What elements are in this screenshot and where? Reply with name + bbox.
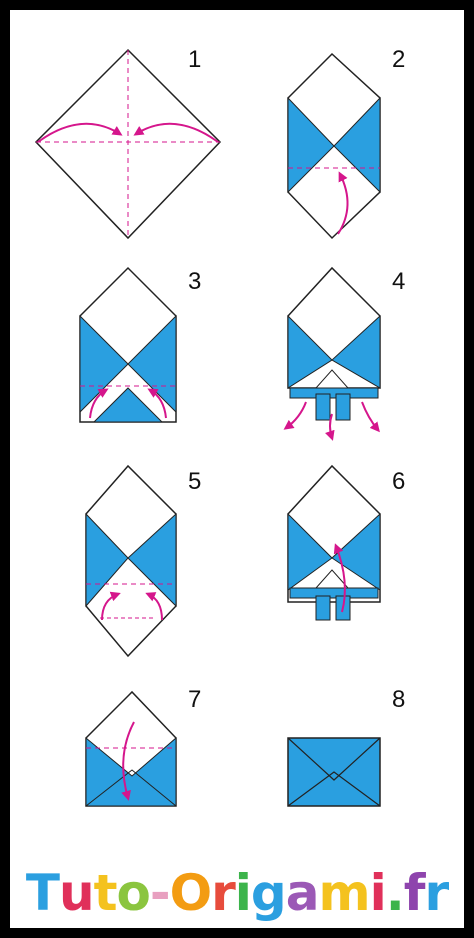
fold-arrow-icon: [337, 171, 349, 235]
logo-letter: T: [25, 864, 60, 922]
logo-letter: .: [385, 864, 405, 922]
logo-letter: u: [58, 864, 95, 922]
step-7-figure: [85, 690, 177, 807]
logo-letter: i: [369, 864, 387, 922]
site-logo: Tuto-Origami.fr: [10, 858, 464, 928]
step-number: 2: [392, 46, 406, 73]
fold-arrow-icon: [325, 413, 335, 441]
fold-arrow-icon: [133, 122, 219, 143]
step-5-figure: [85, 464, 177, 658]
logo-letter: g: [250, 864, 287, 922]
fold-arrow-icon: [147, 388, 167, 419]
fold-arrow-icon: [101, 591, 121, 621]
step-number: 4: [392, 268, 406, 295]
step-8-figure: [287, 737, 381, 807]
fold-arrow-icon: [361, 401, 380, 433]
logo-letter: r: [211, 864, 236, 922]
fold-arrow-icon: [37, 122, 123, 143]
step-number: 8: [392, 686, 406, 713]
step-number: 6: [392, 468, 406, 495]
fold-arrow-icon: [145, 592, 163, 621]
logo-letter: i: [234, 864, 252, 922]
fold-arrow-icon: [89, 388, 109, 419]
logo-letter: a: [285, 864, 320, 922]
logo-letter: r: [424, 864, 449, 922]
logo-letter: o: [116, 864, 150, 922]
origami-diagram: [34, 48, 381, 807]
step-1-figure: [34, 48, 222, 240]
step-4-figure: [283, 266, 381, 441]
step-2-figure: [287, 52, 381, 240]
fold-arrow-icon: [283, 401, 307, 430]
logo-letter: -: [149, 864, 171, 922]
step-6-figure: [287, 464, 381, 621]
step-number: 5: [188, 468, 202, 495]
step-number: 1: [188, 46, 202, 73]
fold-arrow-icon: [333, 543, 346, 613]
instruction-sheet: 1 2 3 4 5 6 7 8 Tuto-Origami.fr: [10, 10, 464, 928]
logo-letter: O: [169, 864, 213, 922]
fold-arrow-icon: [121, 721, 135, 801]
logo-letter: f: [403, 864, 426, 922]
logo-letter: m: [318, 864, 370, 922]
step-number: 7: [188, 686, 202, 713]
logo-letter: t: [93, 864, 118, 922]
step-3-figure: [79, 266, 177, 423]
step-number: 3: [188, 268, 202, 295]
